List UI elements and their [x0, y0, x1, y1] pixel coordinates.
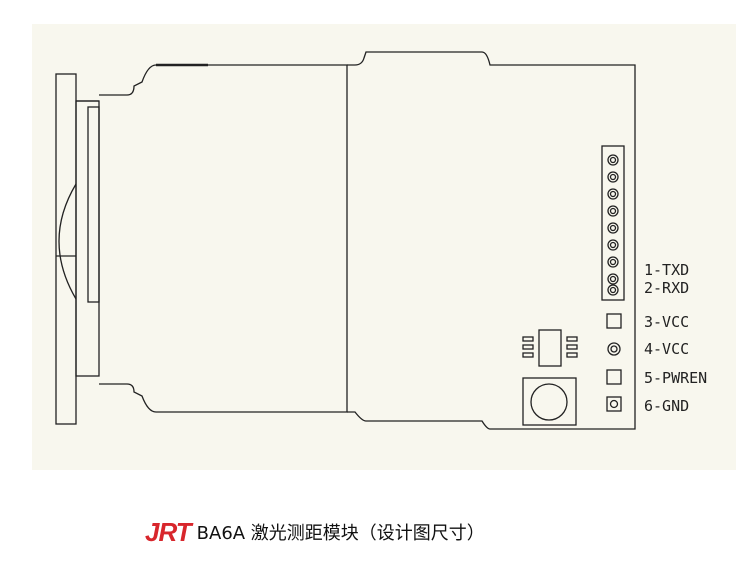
- pin-label-5: 5-PWREN: [644, 369, 707, 387]
- pin-label-4: 4-VCC: [644, 340, 689, 358]
- module-body-right: [347, 51, 636, 430]
- lens-barrel: [87, 106, 100, 303]
- module-body: [99, 64, 348, 413]
- pin-label-2: 2-RXD: [644, 279, 689, 297]
- pad-6-gnd: [606, 396, 622, 412]
- connector-header: [601, 145, 625, 301]
- brand-logo: JRT: [145, 517, 192, 547]
- caption-title: BA6A 激光测距模块（设计图尺寸）: [196, 523, 485, 544]
- pin-label-1: 1-TXD: [644, 261, 689, 279]
- figure-caption: JRT BA6A 激光测距模块（设计图尺寸）: [145, 517, 485, 547]
- pin-label-6: 6-GND: [644, 397, 689, 415]
- pad-3-vcc: [606, 313, 622, 329]
- sensor-component: [522, 377, 577, 426]
- pad-4-vcc: [607, 342, 621, 356]
- pin-label-3: 3-VCC: [644, 313, 689, 331]
- pad-5-pwren: [606, 369, 622, 385]
- connector-pins: [607, 154, 619, 296]
- lens-curve: [58, 183, 77, 300]
- ic-chip: [522, 329, 578, 367]
- module-outline-drawing: 1-TXD 2-RXD 3-VCC 4-VCC 5-PWREN 6-GND: [55, 51, 707, 430]
- drawing-panel: 1-TXD 2-RXD 3-VCC 4-VCC 5-PWREN 6-GND: [32, 24, 736, 470]
